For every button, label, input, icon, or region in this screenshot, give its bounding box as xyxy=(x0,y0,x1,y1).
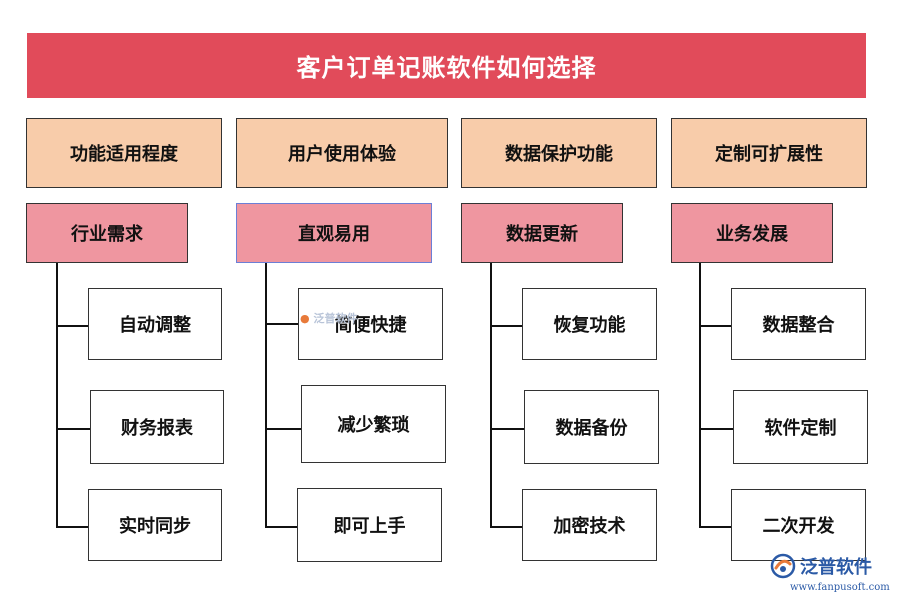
connector-branch-2c xyxy=(265,526,297,528)
connector-branch-4a xyxy=(699,325,731,327)
connector-branch-2b xyxy=(265,428,301,430)
category-box-2: 用户使用体验 xyxy=(236,118,448,188)
connector-branch-3a xyxy=(490,325,522,327)
leaf-box-1c: 实时同步 xyxy=(88,489,222,561)
subcategory-box-4: 业务发展 xyxy=(671,203,833,263)
leaf-box-4c: 二次开发 xyxy=(731,489,866,561)
diagram-title: 客户订单记账软件如何选择 xyxy=(27,33,866,98)
category-box-3: 数据保护功能 xyxy=(461,118,657,188)
subcategory-box-3: 数据更新 xyxy=(461,203,623,263)
leaf-box-1b: 财务报表 xyxy=(90,390,224,464)
leaf-box-3b: 数据备份 xyxy=(524,390,659,464)
leaf-box-2c: 即可上手 xyxy=(297,488,442,562)
connector-branch-4c xyxy=(699,526,731,528)
subcategory-box-1: 行业需求 xyxy=(26,203,188,263)
leaf-box-1a: 自动调整 xyxy=(88,288,222,360)
subcategory-box-2: 直观易用 xyxy=(236,203,432,263)
leaf-box-3c: 加密技术 xyxy=(522,489,657,561)
category-box-4: 定制可扩展性 xyxy=(671,118,867,188)
leaf-box-2b: 减少繁琐 xyxy=(301,385,446,463)
connector-trunk-2 xyxy=(265,263,267,528)
connector-trunk-1 xyxy=(56,263,58,528)
leaf-box-2a: 简便快捷 xyxy=(298,288,443,360)
connector-branch-1b xyxy=(56,428,90,430)
connector-branch-2a xyxy=(265,323,299,325)
connector-branch-1a xyxy=(56,325,88,327)
watermark-small-text: 泛普软件 xyxy=(313,312,358,325)
brand-url: www.fanpusoft.com xyxy=(790,582,890,593)
connector-trunk-3 xyxy=(490,263,492,528)
connector-branch-3b xyxy=(490,428,524,430)
connector-trunk-4 xyxy=(699,263,701,528)
brand-logo-text: 泛普软件 xyxy=(800,557,872,578)
watermark-small: ● 泛普软件 xyxy=(300,310,357,326)
watermark-dot-icon: ● xyxy=(300,312,310,325)
category-box-1: 功能适用程度 xyxy=(26,118,222,188)
leaf-box-4a: 数据整合 xyxy=(731,288,866,360)
connector-branch-3c xyxy=(490,526,522,528)
leaf-box-4b: 软件定制 xyxy=(733,390,868,464)
leaf-box-3a: 恢复功能 xyxy=(522,288,657,360)
connector-branch-1c xyxy=(56,526,88,528)
brand-logo: 泛普软件 xyxy=(770,553,872,579)
connector-branch-4b xyxy=(699,428,733,430)
fanpu-logo-icon xyxy=(770,553,796,579)
